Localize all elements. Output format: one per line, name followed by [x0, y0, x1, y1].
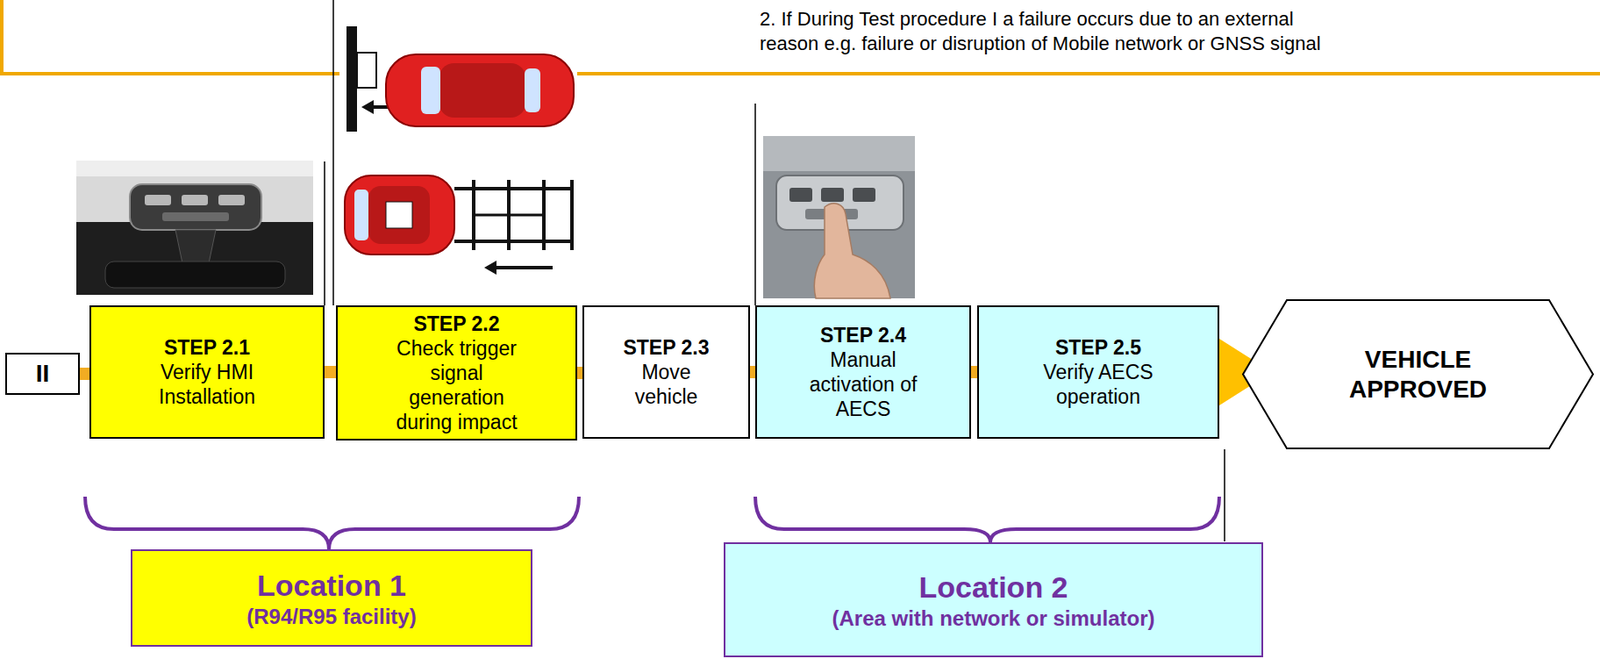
node-title: STEP 2.2 — [413, 311, 500, 336]
console-button — [821, 187, 844, 202]
node-body: Manual activation of AECS — [788, 347, 938, 422]
photo-background — [76, 160, 314, 295]
node-title: STEP 2.4 — [820, 322, 907, 348]
console-button — [218, 194, 245, 206]
node-body: (R94/R95 facility) — [246, 603, 416, 629]
location-box: Location 2(Area with network or simulato… — [723, 542, 1264, 658]
process-box: STEP 2.3Move vehicle — [582, 305, 750, 439]
photo-background — [763, 135, 915, 299]
panel-border — [0, 0, 4, 74]
node-body: Verify HMI Installation — [128, 359, 286, 409]
process-box: STEP 2.5Verify AECS operation — [977, 305, 1220, 439]
node-title: Location 1 — [257, 567, 407, 604]
hexagon-shape — [1242, 300, 1593, 449]
process-box: STEP 2.4Manual activation of AECS — [755, 305, 972, 439]
node-title: STEP 2.3 — [622, 335, 709, 360]
result-hexagon: VEHICLE APPROVED — [1242, 299, 1594, 450]
trolley-frame — [454, 179, 572, 250]
separator-line — [323, 161, 326, 306]
node-title: II — [35, 358, 50, 389]
hexagon-outline — [1242, 299, 1594, 450]
console-button — [144, 194, 172, 206]
barrier — [357, 52, 377, 88]
separator-line — [754, 103, 757, 306]
node-title: VEHICLE APPROVED — [1317, 344, 1520, 405]
motion-arrow — [361, 100, 374, 115]
location-box: Location 1(R94/R95 facility) — [130, 549, 533, 647]
flow-connector — [971, 365, 978, 379]
hand — [814, 203, 891, 299]
photo-ceiling — [763, 135, 915, 172]
node-body: (Area with network or simulator) — [831, 605, 1155, 631]
mirror — [105, 261, 286, 288]
photo-ceiling — [76, 160, 314, 177]
car-body — [385, 54, 574, 127]
car-body — [344, 175, 455, 255]
node-body: Verify AECS operation — [1010, 359, 1186, 409]
node-body: Move vehicle — [618, 359, 715, 409]
car-roof — [438, 63, 527, 118]
console-button — [181, 194, 208, 206]
node-title: Location 2 — [918, 569, 1068, 606]
console-lamp — [162, 212, 229, 222]
group-bracket — [85, 496, 579, 550]
process-box: STEP 2.1Verify HMI Installation — [89, 305, 325, 439]
note-text: 2. If During Test procedure I a failure … — [759, 7, 1339, 57]
car-marker — [385, 201, 413, 229]
car-window — [524, 68, 541, 113]
motion-arrow — [484, 260, 497, 275]
drawing-background — [339, 0, 578, 295]
barrier — [346, 26, 358, 132]
car-window — [354, 189, 369, 241]
flow-connector — [324, 365, 336, 379]
console-button — [852, 187, 876, 202]
flow-connector — [1219, 365, 1243, 379]
mirror-mount — [175, 229, 216, 264]
separator-line — [332, 0, 335, 306]
console-button — [789, 187, 813, 202]
separator-line — [1223, 449, 1226, 542]
group-bracket — [755, 496, 1220, 543]
node-title: STEP 2.1 — [164, 335, 250, 360]
car-roof — [368, 185, 430, 244]
process-box: STEP 2.2Check trigger signal generation … — [335, 305, 578, 441]
console-panel — [129, 184, 262, 230]
node-title: STEP 2.5 — [1055, 335, 1142, 360]
node-body: Check trigger signal generation during i… — [382, 335, 532, 435]
phase-box: II — [5, 352, 80, 395]
car-window — [421, 66, 441, 115]
flow-connector — [79, 367, 90, 380]
panel-border — [0, 71, 1600, 76]
motion-arrow — [491, 265, 553, 270]
trolley-frame — [473, 214, 544, 217]
